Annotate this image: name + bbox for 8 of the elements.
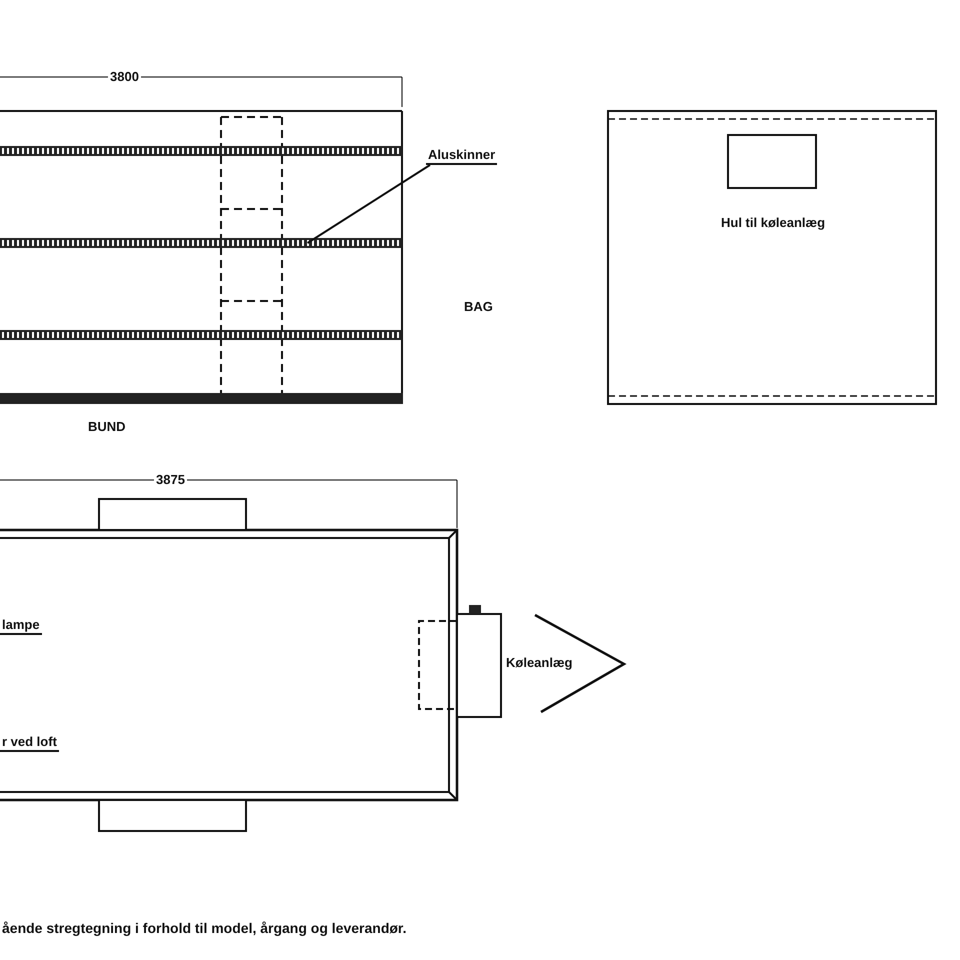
- caption: ående stregtegning i forhold til model, årgang og leverandør.: [0, 920, 408, 936]
- callout-label: Aluskinner: [426, 147, 498, 165]
- part-label: Hul til køleanlæg: [719, 215, 828, 231]
- part-label: lampe: [0, 617, 42, 635]
- leader-line: [307, 164, 431, 244]
- part-label: Køleanlæg: [504, 655, 574, 671]
- part-label: r ved loft: [0, 734, 59, 752]
- rail: [0, 238, 402, 248]
